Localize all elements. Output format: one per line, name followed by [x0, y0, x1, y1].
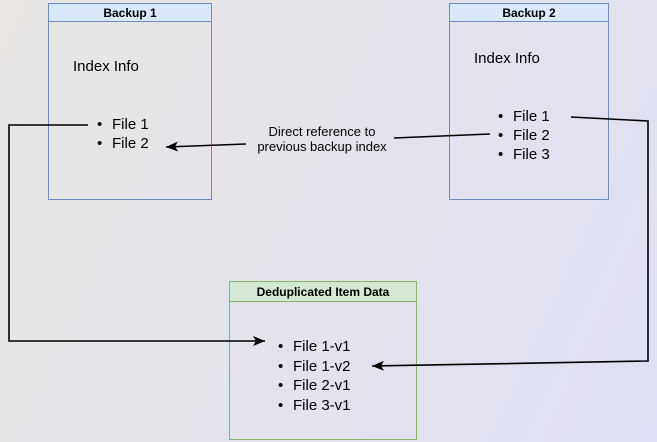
list-item-label: File 2-v1	[293, 377, 351, 394]
bullet-icon: •	[278, 377, 284, 394]
list-item: • File 1-v2	[278, 357, 351, 377]
list-item-label: File 2	[513, 127, 550, 144]
backup1-header: Backup 1	[49, 4, 211, 22]
backup2-header: Backup 2	[450, 4, 608, 22]
dedup-title: Deduplicated Item Data	[256, 284, 390, 299]
edge-label-line2: previous backup index	[257, 139, 387, 154]
edge-label-line1: Direct reference to	[268, 124, 376, 139]
list-item-label: File 1-v1	[293, 338, 351, 355]
list-item: • File 1	[498, 107, 550, 126]
backup2-box: Backup 2 Index Info • File 1 • File 2 • …	[449, 3, 609, 200]
bullet-icon: •	[498, 108, 504, 125]
list-item: • File 3-v1	[278, 396, 351, 416]
list-item: • File 1	[97, 115, 149, 134]
bullet-icon: •	[498, 127, 504, 144]
list-item-label: File 2	[112, 135, 149, 152]
list-item-label: File 3	[513, 146, 550, 163]
dedup-header: Deduplicated Item Data	[230, 282, 416, 302]
edge-label: Direct reference to previous backup inde…	[242, 124, 402, 154]
list-item-label: File 3-v1	[293, 396, 351, 414]
bullet-icon: •	[278, 396, 284, 414]
dedup-file-list: • File 1-v1 • File 1-v2 • File 2-v1 • Fi…	[278, 337, 351, 415]
list-item-label: File 1	[112, 116, 149, 133]
backup1-index-info-label: Index Info	[73, 58, 139, 75]
list-item: • File 2-v1	[278, 376, 351, 396]
backup2-file-list: • File 1 • File 2 • File 3	[498, 107, 550, 164]
list-item: • File 2	[97, 134, 149, 153]
backup2-title: Backup 2	[502, 5, 556, 20]
bullet-icon: •	[498, 146, 504, 163]
bullet-icon: •	[278, 338, 284, 355]
bullet-icon: •	[97, 116, 103, 133]
list-item: • File 3	[498, 145, 550, 164]
backup1-title: Backup 1	[103, 5, 157, 20]
list-item-label: File 1	[513, 108, 550, 125]
backup1-file-list: • File 1 • File 2	[97, 115, 149, 153]
list-item: • File 1-v1	[278, 337, 351, 357]
dedup-box: Deduplicated Item Data • File 1-v1 • Fil…	[229, 281, 417, 440]
bullet-icon: •	[278, 357, 284, 375]
list-item: • File 2	[498, 126, 550, 145]
bullet-icon: •	[97, 135, 103, 152]
backup1-box: Backup 1 Index Info • File 1 • File 2	[48, 3, 212, 200]
list-item-label: File 1-v2	[293, 357, 351, 375]
backup2-index-info-label: Index Info	[474, 50, 540, 67]
